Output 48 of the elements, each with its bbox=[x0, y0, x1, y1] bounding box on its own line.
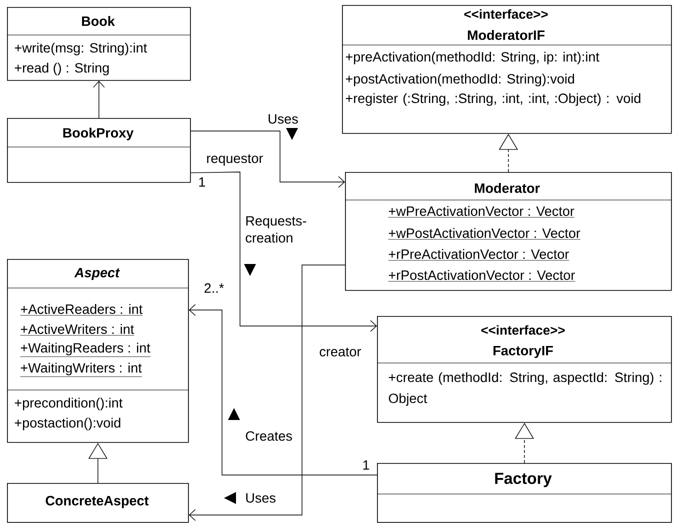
method-text: +preActivation(methodId: String, ip: int):int bbox=[346, 52, 600, 64]
class-name: Factory bbox=[495, 472, 552, 488]
role-label: 1 bbox=[199, 177, 206, 187]
attribute-text: +WaitingReaders : int bbox=[20, 342, 151, 357]
class-name: FactoryIF bbox=[494, 346, 553, 358]
edge-label: Creates bbox=[244, 430, 294, 442]
arrow bbox=[190, 172, 377, 332]
attribute-text: +wPreActivationVector : Vector bbox=[388, 206, 575, 218]
class-name: ConcreteAspect bbox=[46, 496, 149, 508]
class-box bbox=[7, 483, 189, 523]
class-box bbox=[376, 463, 672, 523]
method-text: +postaction():void bbox=[14, 418, 120, 430]
class-box bbox=[344, 172, 672, 291]
edge-label: Uses bbox=[244, 492, 277, 504]
arrow bbox=[93, 80, 105, 118]
attribute-text: +wPostActivationVector : Vector bbox=[388, 228, 581, 240]
attribute-text: +ActiveWriters : int bbox=[20, 324, 134, 336]
attribute-text: +ActiveReaders : int bbox=[20, 304, 143, 316]
class-box bbox=[6, 118, 191, 183]
method-text: +read () : String bbox=[14, 62, 109, 76]
attribute-text: +rPreActivationVector : Vector bbox=[388, 249, 570, 261]
class-name: BookProxy bbox=[63, 128, 134, 140]
method-text: +precondition():int bbox=[14, 398, 123, 410]
role-label: 1 bbox=[363, 460, 370, 470]
class-box bbox=[6, 259, 189, 443]
arrow bbox=[190, 130, 345, 188]
class-name: Moderator bbox=[474, 183, 540, 193]
role-label: requestor bbox=[207, 154, 263, 166]
class-name: Aspect bbox=[74, 268, 120, 280]
method-text: +create (methodId: String, aspectId: String) : Object bbox=[388, 372, 662, 406]
edge-label: Requests-creation bbox=[244, 215, 312, 244]
class-name: ModeratorIF bbox=[468, 30, 544, 40]
class-box bbox=[6, 7, 191, 81]
role-label: 2..* bbox=[204, 283, 224, 293]
stereotype-text: <<interface>> bbox=[464, 9, 548, 19]
method-text: +register (:String, :String, :int, :int, :Object) : void bbox=[346, 93, 640, 106]
edge-label: Uses bbox=[266, 113, 300, 125]
method-text: +write(msg: String):int bbox=[14, 42, 147, 56]
arrow bbox=[188, 264, 346, 521]
class-name: Book bbox=[82, 16, 115, 26]
class-box bbox=[376, 316, 672, 423]
attribute-text: +rPostActivationVector : Vector bbox=[388, 270, 576, 282]
arrow bbox=[188, 304, 378, 476]
attribute-text: +WaitingWriters : int bbox=[20, 362, 142, 377]
role-label: creator bbox=[320, 348, 361, 356]
method-text: +postActivation(methodId: String):void bbox=[346, 74, 574, 86]
class-box bbox=[342, 5, 672, 134]
stereotype-text: <<interface>> bbox=[481, 325, 565, 335]
